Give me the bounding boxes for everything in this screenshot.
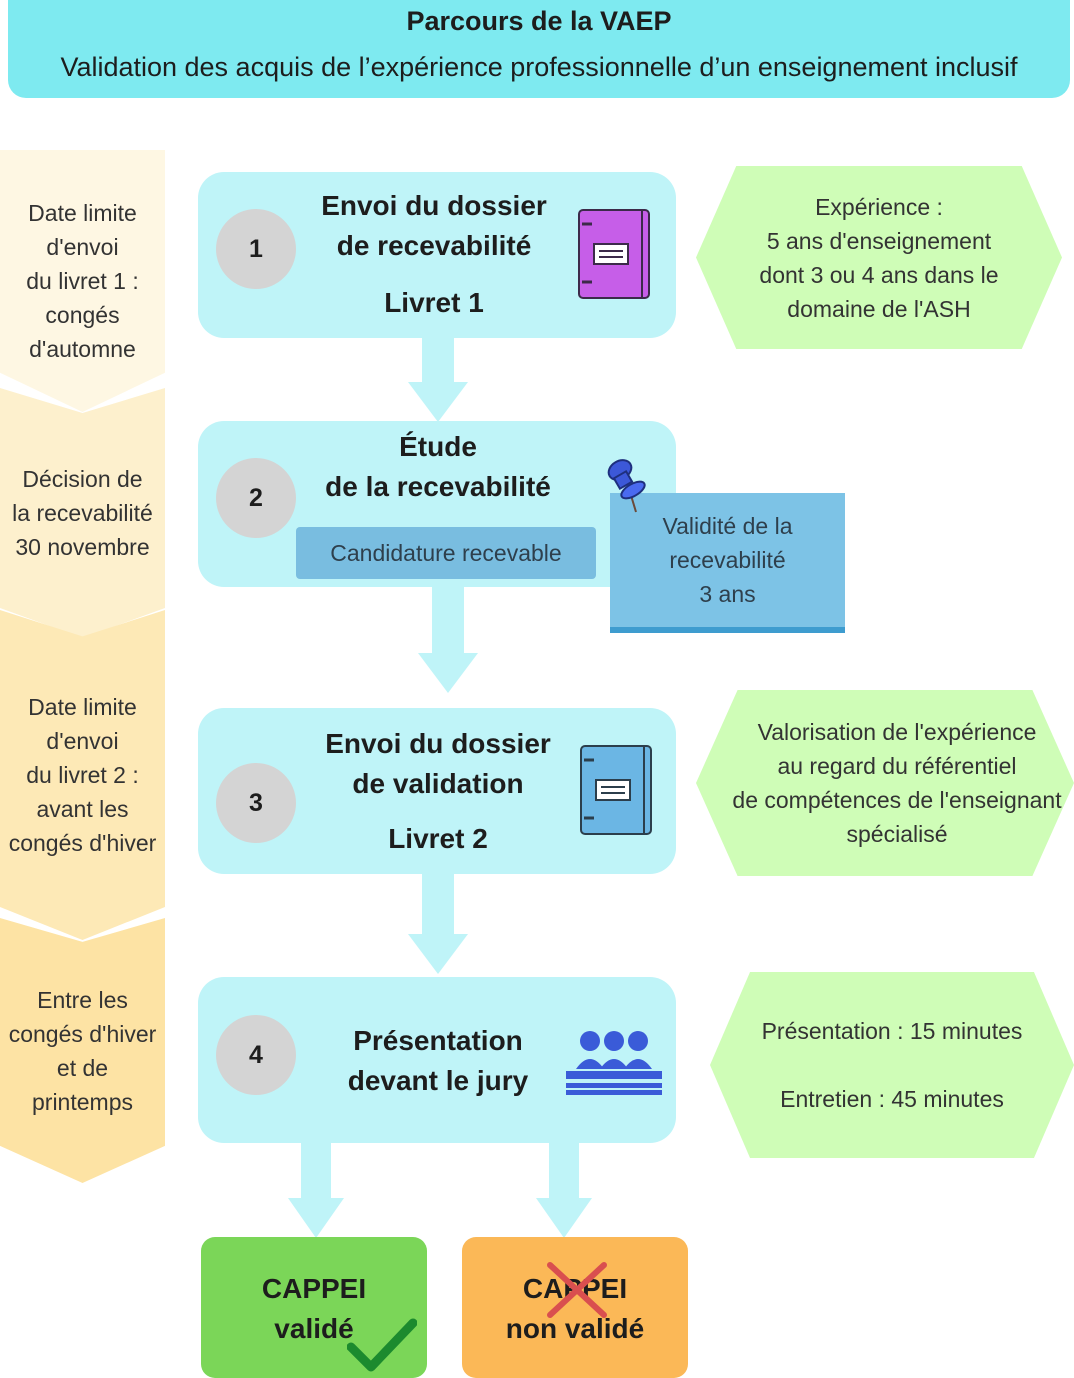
timeline-text: congés d'hiver xyxy=(8,830,157,856)
timeline-text: 30 novembre xyxy=(15,534,150,560)
result-valid-box: CAPPEI validé xyxy=(201,1237,427,1378)
step-number: 2 xyxy=(216,458,296,538)
jury-icon xyxy=(566,1031,662,1095)
hexagon-text: domaine de l'ASH xyxy=(787,295,971,322)
step-subtitle: Livret 1 xyxy=(384,287,484,318)
step-1-box: 1 Envoi du dossier de recevabilité Livre… xyxy=(198,172,676,338)
step-title: de recevabilité xyxy=(336,230,532,261)
hexagon-text: au regard du référentiel xyxy=(777,753,1017,779)
result-text: non validé xyxy=(505,1313,645,1344)
hexagon-text xyxy=(762,1048,1023,1082)
purple-binder-icon xyxy=(578,209,650,299)
hexagon-text: Présentation : 15 minutes xyxy=(761,1018,1023,1044)
step-title: Étude xyxy=(399,431,477,462)
timeline-text: Décision de xyxy=(22,466,143,492)
timeline-stage-1: Date limite d'envoi du livret 1 : congés… xyxy=(0,150,165,412)
step-title: Envoi du dossier xyxy=(325,728,551,759)
header-banner: Parcours de la VAEP Validation des acqui… xyxy=(8,0,1070,98)
arrow-down-icon xyxy=(408,336,468,422)
hexagon-text: spécialisé xyxy=(846,821,948,847)
timeline-stage-3: Date limite d'envoi du livret 2 : avant … xyxy=(0,610,165,940)
timeline-text: congés d'hiver xyxy=(8,1020,157,1047)
step-4-box: 4 Présentation devant le jury xyxy=(198,977,676,1143)
step-number: 1 xyxy=(216,209,296,289)
timeline-text: d'automne xyxy=(29,336,136,362)
page-title: Parcours de la VAEP xyxy=(406,6,672,36)
hexagon-text: Valorisation de l'expérience xyxy=(757,719,1037,745)
info-hexagon: Présentation : 15 minutes Entretien : 45… xyxy=(710,972,1074,1158)
pushpin-icon xyxy=(607,459,646,513)
note-text: 3 ans xyxy=(699,581,756,607)
note-text: Validité de la xyxy=(662,513,793,539)
validity-note: Validité de la recevabilité 3 ans xyxy=(610,493,845,627)
step-title: devant le jury xyxy=(347,1065,529,1096)
timeline-text: d'envoi xyxy=(46,728,119,754)
step-title: Envoi du dossier xyxy=(321,190,547,221)
checkmark-icon xyxy=(347,1318,417,1372)
timeline-text: d'envoi xyxy=(46,234,119,260)
note-text: recevabilité xyxy=(669,547,786,573)
step-title: de validation xyxy=(352,768,524,799)
timeline-text: congés xyxy=(45,302,120,328)
arrow-down-icon xyxy=(536,1140,592,1238)
arrow-down-icon xyxy=(418,585,478,693)
timeline-text: avant les xyxy=(36,796,129,822)
timeline-text: printemps xyxy=(32,1088,133,1115)
step-subtitle: Livret 2 xyxy=(388,823,488,854)
result-invalid-box: CAPPEI non validé xyxy=(462,1237,688,1378)
page-subtitle: Validation des acquis de l’expérience pr… xyxy=(60,52,1018,82)
timeline-text: du livret 2 : xyxy=(26,762,139,788)
timeline-stage-4: Entre les congés d'hiver et de printemps xyxy=(0,918,165,1183)
timeline-text: la recevabilité xyxy=(12,500,153,526)
info-hexagon: Expérience : 5 ans d'enseignement dont 3… xyxy=(696,166,1062,349)
timeline-text: Entre les xyxy=(37,986,128,1013)
result-text: validé xyxy=(274,1313,354,1344)
step-title: de la recevabilité xyxy=(325,471,551,502)
timeline-text: du livret 1 : xyxy=(26,268,139,294)
status-badge: Candidature recevable xyxy=(296,527,596,579)
hexagon-text: Entretien : 45 minutes xyxy=(780,1086,1004,1112)
arrow-down-icon xyxy=(288,1140,344,1238)
info-hexagon: Valorisation de l'expérience au regard d… xyxy=(696,690,1074,876)
blue-binder-icon xyxy=(580,745,652,835)
result-text: CAPPEI xyxy=(261,1273,367,1304)
hexagon-text: dont 3 ou 4 ans dans le xyxy=(759,261,999,288)
timeline-text: Date limite xyxy=(28,200,137,226)
hexagon-text: de compétences de l'enseignant xyxy=(732,787,1062,813)
cross-icon xyxy=(547,1262,607,1318)
hexagon-text: 5 ans d'enseignement xyxy=(766,227,992,254)
hexagon-text: Expérience : xyxy=(815,193,943,220)
step-3-box: 3 Envoi du dossier de validation Livret … xyxy=(198,708,676,874)
step-number: 3 xyxy=(216,763,296,843)
timeline-text: Date limite xyxy=(28,694,137,720)
arrow-down-icon xyxy=(408,872,468,974)
timeline-stage-2: Décision de la recevabilité 30 novembre xyxy=(0,388,165,638)
step-title: Présentation xyxy=(353,1025,523,1056)
step-number: 4 xyxy=(216,1015,296,1095)
timeline-text: et de xyxy=(56,1054,109,1081)
